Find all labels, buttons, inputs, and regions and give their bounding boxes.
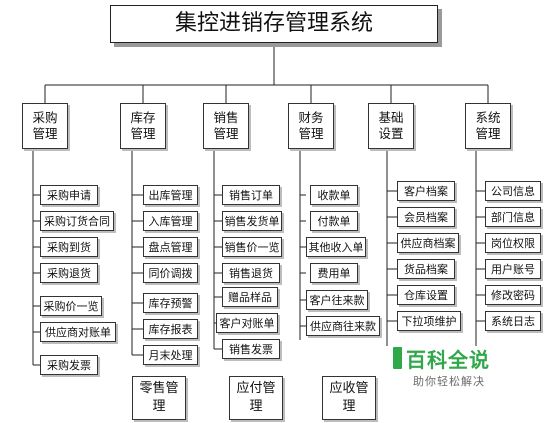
system-title: 集控进销存管理系统 [110, 5, 438, 43]
module-sales: 销售管理 [203, 103, 249, 149]
sales-item: 赠品样品 [222, 287, 278, 307]
settings-item: 客户档案 [397, 181, 455, 201]
inventory-item: 盘点管理 [143, 237, 198, 257]
module-inventory: 库存管理 [120, 103, 166, 149]
module-basic-settings: 基础设置 [368, 103, 414, 149]
finance-item: 供应商往来款 [306, 316, 380, 336]
finance-item: 客户往来款 [306, 290, 368, 310]
settings-item: 供应商档案 [397, 233, 459, 253]
sales-item: 销售订单 [222, 185, 280, 205]
baike-watermark: 百科全说 助你轻松解决 [393, 343, 523, 391]
finance-item: 费用单 [310, 263, 358, 283]
system-item: 岗位权限 [485, 233, 541, 253]
sales-item: 销售退货 [222, 263, 280, 283]
settings-item: 仓库设置 [397, 285, 455, 305]
purchase-item: 供应商对账单 [40, 322, 116, 342]
inventory-item: 库存报表 [143, 319, 198, 339]
settings-item: 会员档案 [397, 207, 455, 227]
settings-item: 货品档案 [397, 259, 455, 279]
system-item: 公司信息 [485, 181, 541, 201]
watermark-subtitle: 助你轻松解决 [413, 375, 485, 388]
system-item: 修改密码 [485, 285, 541, 305]
purchase-item: 采购退货 [40, 263, 98, 283]
sales-item: 销售价一览 [222, 237, 282, 257]
sales-item: 销售发货单 [222, 211, 282, 231]
module-retail: 零售管理 [132, 376, 186, 420]
system-item: 系统日志 [485, 311, 541, 331]
system-item: 用户账号 [485, 259, 541, 279]
purchase-item: 采购价一览 [40, 296, 102, 316]
purchase-item: 采购发票 [40, 355, 98, 375]
system-item: 部门信息 [485, 207, 541, 227]
inventory-item: 月末处理 [143, 345, 198, 365]
module-system: 系统管理 [465, 103, 511, 149]
finance-item: 收款单 [310, 185, 358, 205]
sales-item: 销售发票 [222, 339, 280, 359]
finance-item: 其他收入单 [306, 237, 366, 257]
inventory-item: 同价调拨 [143, 263, 198, 283]
purchase-item: 采购订货合同 [40, 211, 114, 231]
module-purchase: 采购管理 [22, 103, 68, 149]
inventory-item: 库存预警 [143, 293, 198, 313]
watermark-logo-text: 百科全说 [406, 347, 490, 372]
sales-item: 客户对账单 [216, 313, 278, 333]
inventory-item: 入库管理 [143, 211, 198, 231]
purchase-item: 采购申请 [40, 185, 98, 205]
module-finance: 财务管理 [288, 103, 334, 149]
watermark-flag-icon [393, 347, 402, 369]
settings-item: 下拉项维护 [397, 311, 461, 331]
watermark-logo: 百科全说 [393, 346, 517, 372]
inventory-item: 出库管理 [143, 185, 198, 205]
module-payables: 应付管理 [229, 376, 283, 420]
purchase-item: 采购到货 [40, 237, 98, 257]
module-receivables: 应收管理 [322, 376, 376, 420]
finance-item: 付款单 [310, 211, 358, 231]
